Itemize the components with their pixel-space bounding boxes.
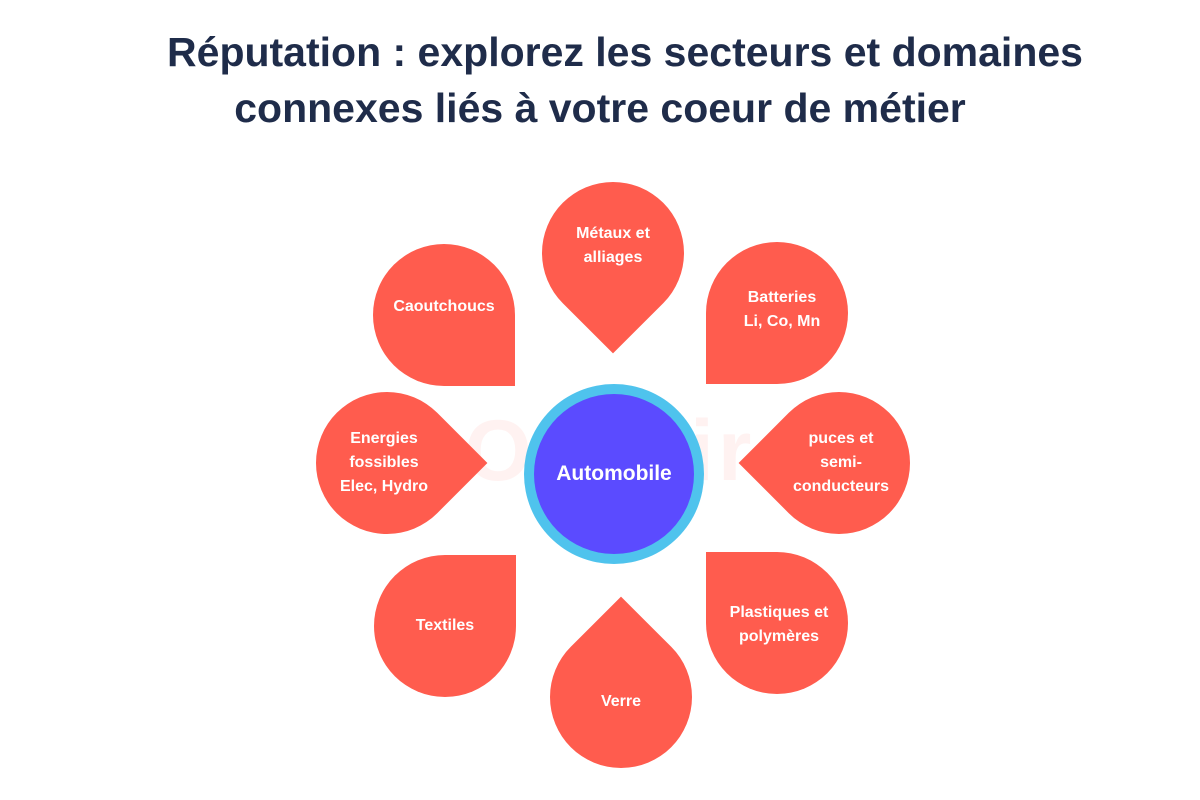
center-ring: Automobile [524,384,704,564]
petal-puces-label: puces et semi- conducteurs [792,430,889,495]
petal-plastiques-shape [706,552,848,694]
petal-plastiques: Plastiques et polymères [706,552,848,694]
petal-caoutchoucs-shape [373,244,515,386]
petal-verre-label: Verre [600,693,642,710]
center-node: Automobile [534,394,694,554]
petal-caoutchoucs: Caoutchoucs [373,244,515,386]
petal-batteries-label: Batteries Li, Co, Mn [743,289,821,330]
petal-energies: Energies fossibles Elec, Hydro [286,362,488,564]
petal-textiles-label: Textiles [415,617,475,634]
petal-caoutchoucs-label: Caoutchoucs [393,298,495,315]
petal-verre: Verre [520,596,722,798]
page-title: Réputation : explorez les secteurs et do… [0,24,1200,136]
petal-metaux-label: Métaux et alliages [576,225,650,266]
petal-batteries: Batteries Li, Co, Mn [706,242,848,384]
petal-batteries-shape [706,242,848,384]
title-line-1: Réputation : explorez les secteurs et do… [167,29,1083,75]
petal-plastiques-label: Plastiques et polymères [729,604,829,645]
center-label: Automobile [556,462,672,485]
title-line-2: connexes liés à votre coeur de métier [234,85,966,131]
petal-metaux: Métaux et alliages [512,152,714,354]
petal-textiles-shape [374,555,516,697]
petal-textiles: Textiles [374,555,516,697]
petal-energies-label: Energies fossibles Elec, Hydro [339,430,429,495]
petal-puces: puces et semi- conducteurs [738,362,940,564]
